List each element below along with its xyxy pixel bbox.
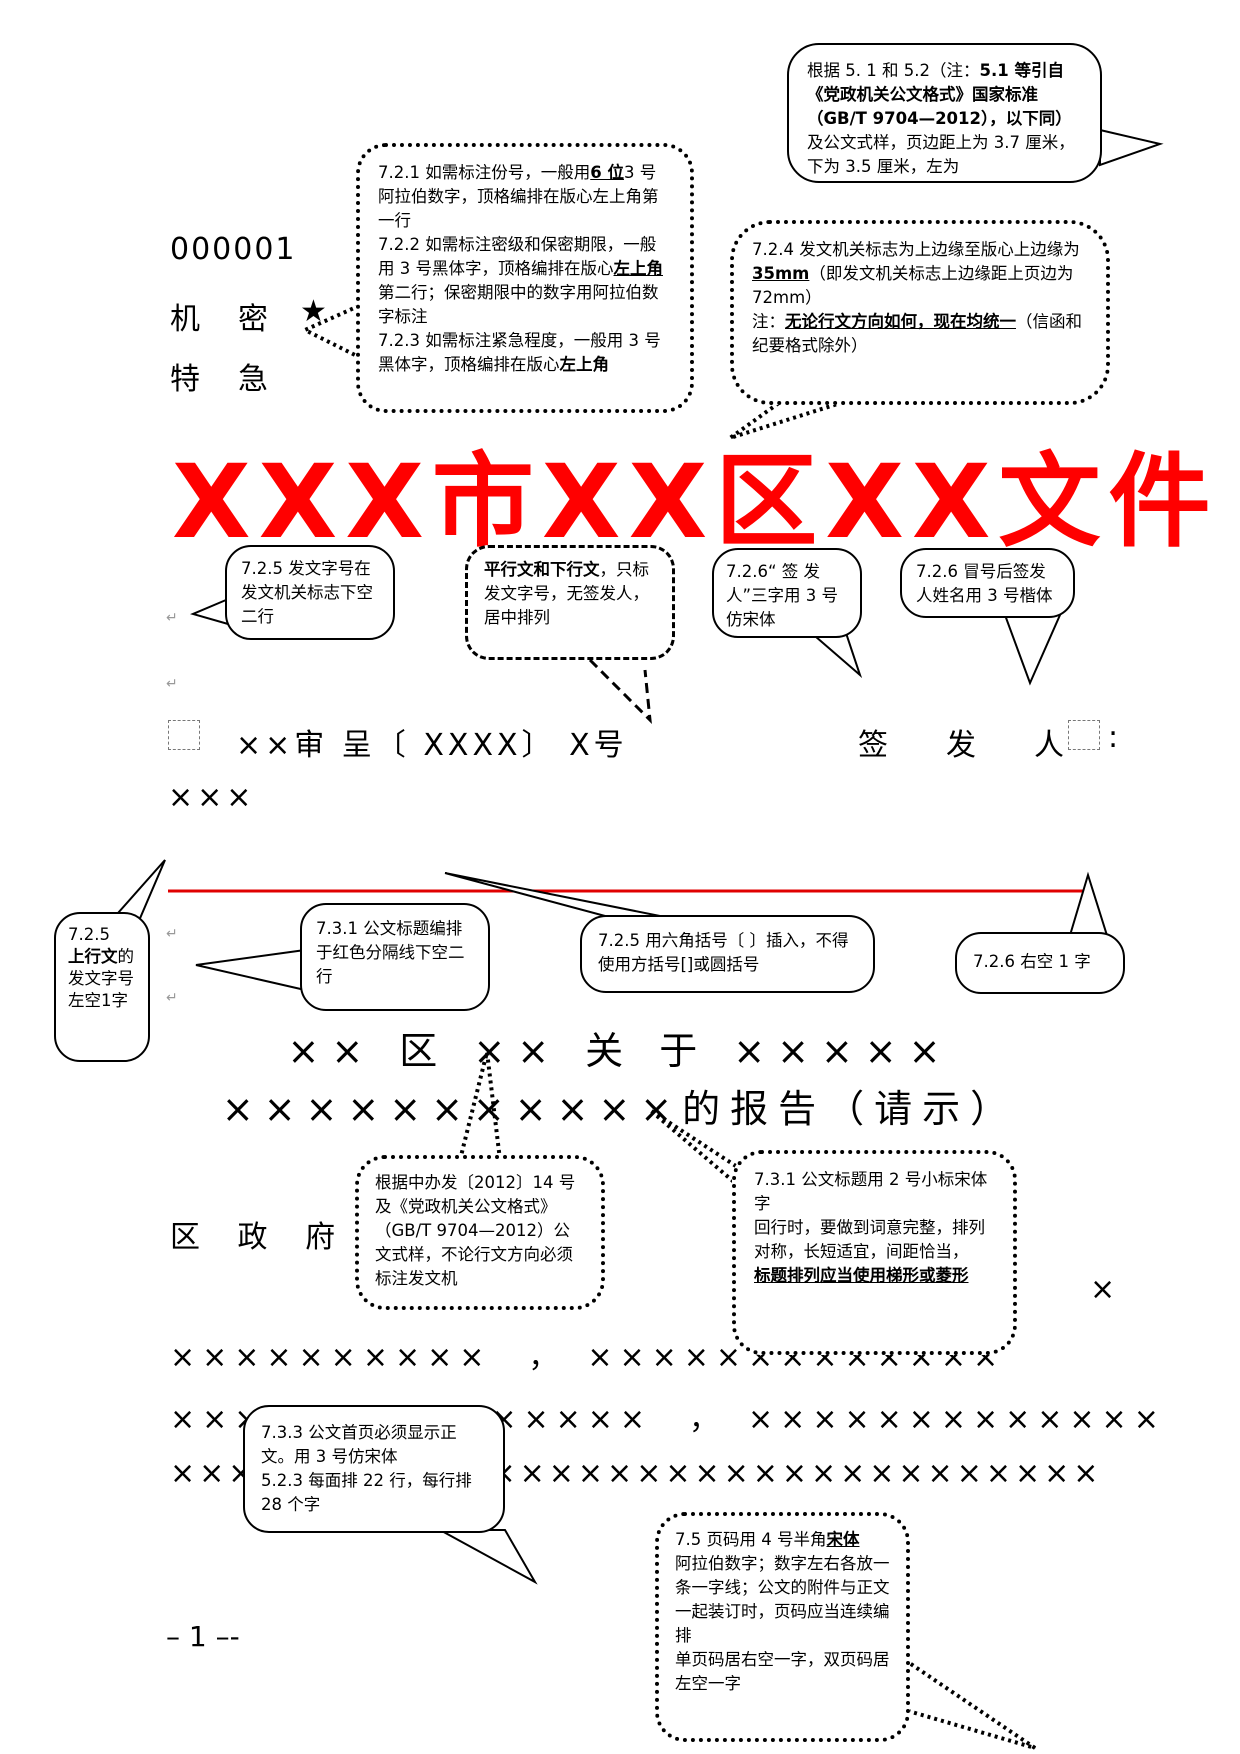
serial-number: 000001 [170, 232, 297, 267]
doc-title-line1: ×× 区 ×× 关 于 ××××× [287, 1029, 953, 1073]
callout-doc-number-pos: 7.2.5 发文字号在发文机关标志下空二行 [225, 545, 395, 640]
insert-bracket [168, 720, 200, 750]
callout-text-bold: 标题排列应当使用梯形或菱形 [754, 1266, 969, 1285]
secret-level: 机 密 [170, 302, 272, 337]
callout-agency-mark: 7.2.4 发文机关标志为上边缘至版心上边缘为 35mm（即发文机关标志上边缘距… [730, 220, 1110, 405]
tail-signer-name [1003, 614, 1062, 686]
signer-label: 签 发 人 [858, 728, 1078, 763]
callout-text-bold: 宋体 [826, 1530, 860, 1549]
paragraph-mark: ↵ [166, 926, 178, 942]
callout-parallel: 平行文和下行文，只标发文字号，无签发人，居中排列 [465, 545, 675, 660]
callout-text: 7.2.5 用六角括号〔 〕插入，不得使用方括号[]或圆括号 [598, 931, 849, 974]
callout-text: （信函和纪要格式除外） [752, 312, 1082, 355]
tail-body-text [439, 1529, 538, 1585]
tail-doc-number [190, 598, 230, 626]
callout-signer-font: 7.2.6“ 签 发 人”三字用 3 号仿宋体 [712, 548, 862, 638]
urgency-level: 特 急 [170, 362, 272, 397]
star-icon: ★ [300, 294, 331, 329]
callout-text: 第二行；保密期限中的数字用阿拉伯数字标注 [378, 283, 659, 326]
page-number: – 1 –- [166, 1620, 240, 1653]
callout-text: 注： [752, 312, 785, 331]
callout-text-bold: 上行文 [68, 947, 118, 966]
callout-body-text: 7.3.3 公文首页必须显示正文。用 3 号仿宋体 5.2.3 每面排 22 行… [243, 1405, 505, 1533]
insert-bracket [1068, 720, 1100, 750]
callout-text: （即发文机关标志上边缘距上页边为 72mm） [752, 264, 1074, 307]
paragraph-mark: ↵ [166, 610, 178, 626]
paragraph-mark: ↵ [166, 990, 178, 1006]
callout-text: 7.2.2 如需标注密级和保密期限，一般用 3 号黑体字，顶格编排在版心 [378, 235, 657, 278]
callout-text: 7.2.6 右空 1 字 [973, 952, 1091, 971]
callout-text: 根据中办发〔2012〕14 号及《党政机关公文格式》（GB/T 9704—201… [375, 1173, 576, 1288]
callout-text-bold: 左上角 [559, 355, 610, 374]
callout-brackets: 7.2.5 用六角括号〔 〕插入，不得使用方括号[]或圆括号 [580, 915, 875, 993]
callout-text-bold: 35mm [752, 264, 810, 283]
callout-text: 的发文字号左空1字 [68, 947, 134, 1010]
callout-text-bold: 无论行文方向如何，现在均统一 [785, 312, 1016, 331]
body-stray-mark: × [1090, 1272, 1123, 1307]
doc-number: ××审 呈〔 XXXX〕 X号 [236, 728, 628, 763]
callout-text: 7.3.3 公文首页必须显示正文。用 3 号仿宋体 [261, 1423, 457, 1466]
callout-text: 阿拉伯数字；数字左右各放一条一字线；公文的附件与正文一起装订时，页码应当连续编排 [675, 1554, 890, 1645]
tail-margins [1099, 128, 1164, 167]
callout-text: 7.3.1 公文标题编排于红色分隔线下空二行 [316, 919, 465, 986]
callout-text-bold: 左上角 [613, 259, 664, 278]
callout-text: 根据 5. 1 和 5.2（注： [807, 61, 980, 80]
callout-page-num: 7.5 页码用 4 号半角宋体 阿拉伯数字；数字左右各放一条一字线；公文的附件与… [655, 1512, 910, 1742]
callout-text: 7.2.6 冒号后签发人姓名用 3 号楷体 [916, 562, 1053, 605]
callout-signer-name-font: 7.2.6 冒号后签发人姓名用 3 号楷体 [900, 548, 1075, 618]
callout-text: 5.2.3 每面排 22 行，每行排 28 个字 [261, 1471, 472, 1514]
callout-text-bold: 平行文和下行文 [484, 560, 600, 579]
tail-title-pos [195, 948, 306, 992]
callout-text: 7.2.1 如需标注份号，一般用 [378, 163, 591, 182]
tail-page-num [903, 1658, 1037, 1750]
callout-text: 及公文式样，页边距上为 3.7 厘米，下为 3.5 厘米，左为 [807, 133, 1075, 176]
callout-text: 7.2.5 发文字号在发文机关标志下空二行 [241, 559, 373, 626]
callout-source: 根据中办发〔2012〕14 号及《党政机关公文格式》（GB/T 9704—201… [355, 1155, 605, 1310]
tail-parallel [588, 658, 652, 725]
callout-title-font: 7.3.1 公文标题用 2 号小标宋体字 回行时，要做到词意完整，排列对称，长短… [732, 1150, 1017, 1355]
callout-text: 3 号阿拉伯数字，顶格编排在版心左上角第一行 [378, 163, 659, 230]
callout-text: 回行时，要做到词意完整，排列对称，长短适宜，间距恰当， [754, 1218, 985, 1261]
callout-text: 7.2.4 发文机关标志为上边缘至版心上边缘为 [752, 240, 1080, 259]
signer-colon: : [1108, 720, 1123, 755]
callout-text: 单页码居右空一字，双页码居左空一字 [675, 1650, 890, 1693]
callout-text: 7.2.5 [68, 925, 110, 944]
callout-text: 7.5 页码用 4 号半角 [675, 1530, 827, 1549]
callout-text-bold: 6 位 [590, 163, 624, 182]
callout-text: 7.3.1 公文标题用 2 号小标宋体字 [754, 1170, 988, 1213]
doc-number-line: ××审 呈〔 XXXX〕 X号 签 发 人 : [168, 720, 1240, 764]
callout-copy-number: 7.2.1 如需标注份号，一般用6 位3 号阿拉伯数字，顶格编排在版心左上角第一… [356, 143, 694, 413]
recipient: 区 政 府 [170, 1220, 350, 1255]
callout-right-space: 7.2.6 右空 1 字 [955, 932, 1125, 994]
callout-upward: 7.2.5 上行文的发文字号左空1字 [54, 912, 150, 1062]
doc-title-line2: ×××××××××××的报告（请示） [221, 1087, 1019, 1131]
paragraph-mark: ↵ [166, 676, 178, 692]
callout-text-bold: 5.1 等引自《党政机关公文格式》国家标准（GB/T 9704—2012），以下… [807, 61, 1072, 128]
agency-title: XXX市XX区XX文件 [172, 443, 1219, 562]
callout-text: ，只标发文字号，无签发人，居中排列 [484, 560, 649, 627]
signer-name: ××× [168, 780, 256, 815]
callout-text: 7.2.6“ 签 发 人”三字用 3 号仿宋体 [726, 562, 839, 629]
callout-title-pos: 7.3.1 公文标题编排于红色分隔线下空二行 [300, 903, 490, 1011]
callout-text: 7.2.3 如需标注紧急程度，一般用 3 号黑体字，顶格编排在版心 [378, 331, 661, 374]
callout-margins: 根据 5. 1 和 5.2（注：5.1 等引自《党政机关公文格式》国家标准（GB… [787, 43, 1102, 183]
